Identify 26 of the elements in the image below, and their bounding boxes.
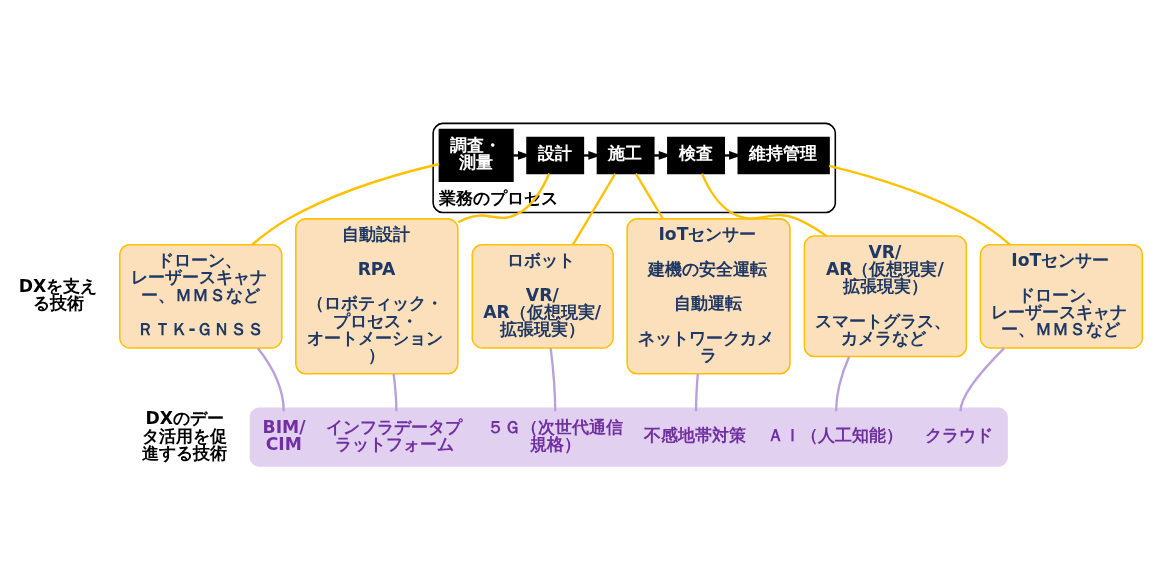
node-box: 検査 xyxy=(667,136,725,174)
node-box: VR/AR（仮想現実/拡張現実） スマートグラス、カメラなど xyxy=(803,234,968,357)
connector xyxy=(392,373,398,411)
label: DXのデータ活用を促進する技術 xyxy=(142,407,228,463)
connector xyxy=(571,172,617,245)
node-box: 自動設計 RPA （ロボティック・プロセス・オートメーション） xyxy=(295,217,459,375)
connector xyxy=(256,346,285,411)
connector xyxy=(700,172,827,237)
node-box: IoTセンサー 建機の安全運転 自動運転 ネットワークカメラ xyxy=(626,217,791,375)
connector xyxy=(457,172,551,223)
node-box: 設計 xyxy=(526,136,585,174)
connector xyxy=(549,347,557,411)
connector xyxy=(251,162,440,246)
node-box: 調査・測量 xyxy=(438,128,514,182)
connector xyxy=(694,373,699,411)
node-box: ロボット VR/AR（仮想現実/拡張現実） xyxy=(471,243,614,349)
label: DXを支える技術 xyxy=(18,275,98,313)
node-box: 施工 xyxy=(596,136,655,174)
node-box: BIM/CIM インフラデータプラットフォーム ５Ｇ（次世代通信規格） 不感地帯対策 ＡＩ（人工知能） クラウド xyxy=(249,406,1008,467)
node-box: 維持管理 xyxy=(737,136,830,174)
connector xyxy=(834,355,851,411)
connector xyxy=(959,346,1005,411)
connector xyxy=(634,172,664,219)
node-box: IoTセンサー ドローン、レーザースキャナー、ＭＭＳなど xyxy=(979,243,1144,349)
node-box: ドローン、レーザースキャナー、ＭＭＳなど ＲＴＫ-ＧＮＳＳ xyxy=(119,243,283,349)
connector xyxy=(828,164,1011,245)
